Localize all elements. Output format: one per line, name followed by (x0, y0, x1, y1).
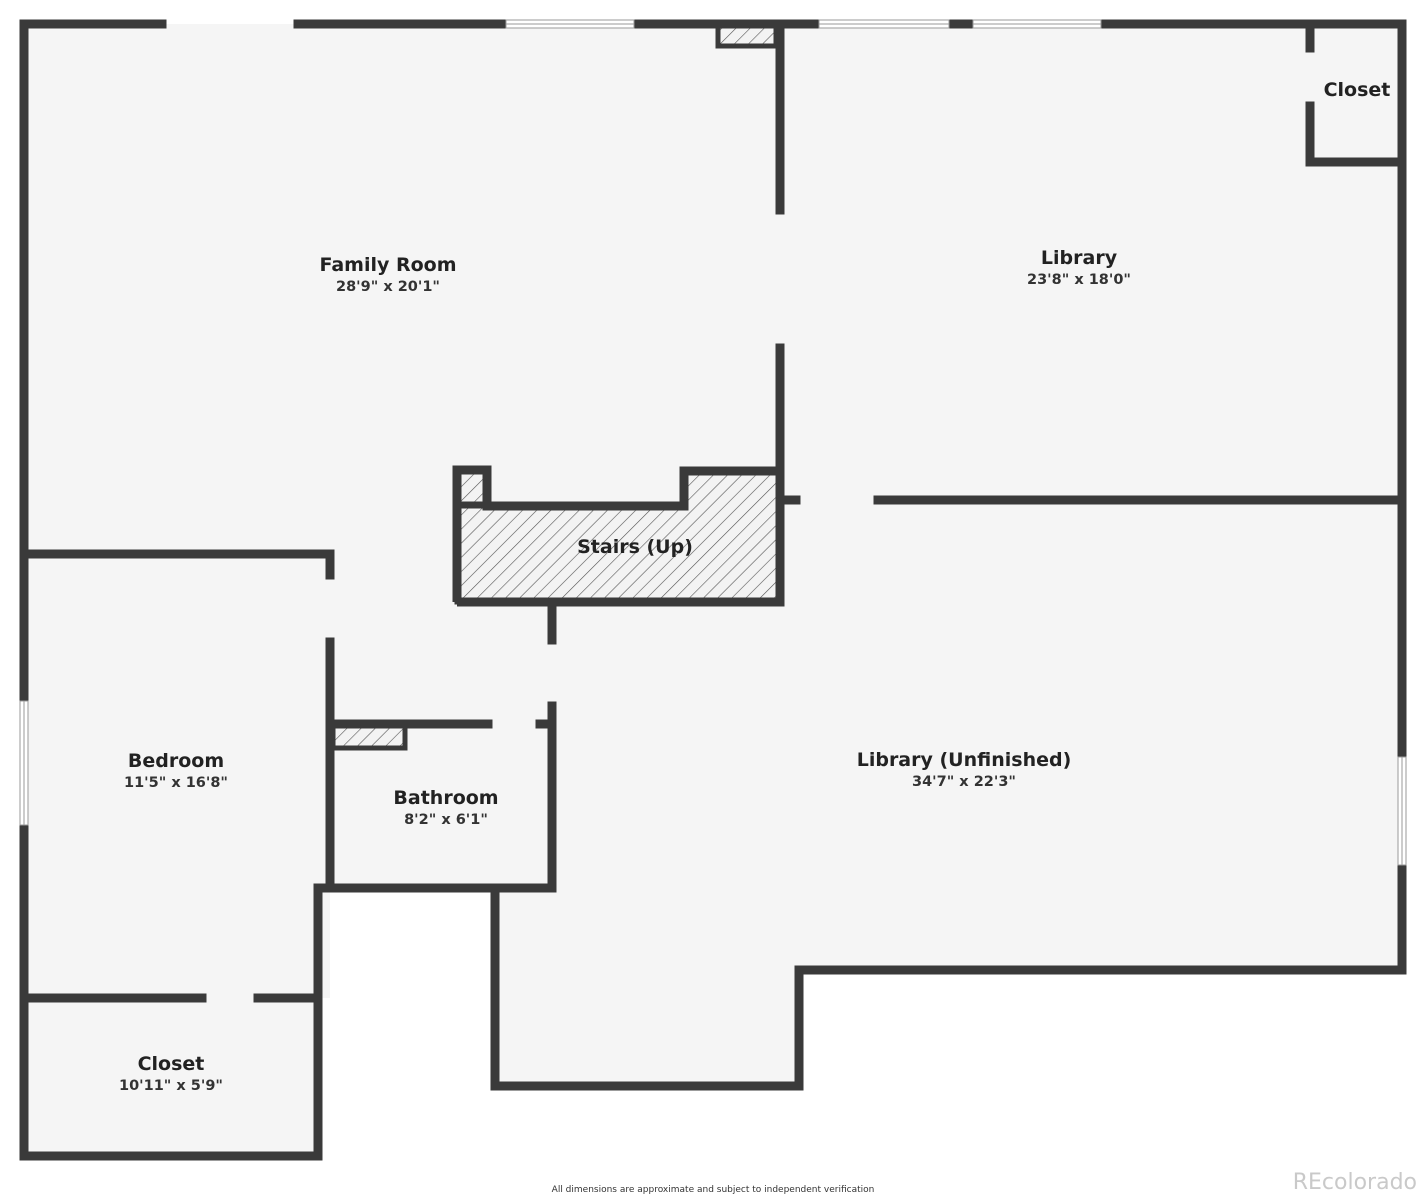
stairs-walls (452, 465, 780, 607)
closet-bottom-floor (24, 998, 318, 1156)
room-dimensions: 8'2" x 6'1" (404, 812, 488, 828)
disclaimer-text: All dimensions are approximate and subje… (551, 1185, 875, 1195)
room-name: Closet (1323, 79, 1391, 101)
bathroom-floor (330, 724, 552, 888)
room-name: Library (1040, 247, 1118, 269)
room-dimensions: 11'5" x 16'8" (124, 775, 228, 791)
bedroom-label: Bedroom 11'5" x 16'8" (124, 750, 228, 791)
watermark-logo: REcolorado (1292, 1170, 1417, 1195)
family-room-label: Family Room 28'9" x 20'1" (319, 254, 456, 295)
windows (19, 19, 1407, 866)
closet-top-label: Closet (1324, 79, 1391, 101)
library-unfinished-label: Library (Unfinished) 34'7" x 22'3" (857, 749, 1072, 790)
room-name: Library (Unfinished) (856, 749, 1072, 771)
room-name: Bathroom (393, 787, 499, 809)
bathroom-label: Bathroom 8'2" x 6'1" (393, 787, 498, 828)
closet-bottom-label: Closet 10'11" x 5'9" (119, 1053, 223, 1094)
room-name: Stairs (Up) (577, 536, 693, 558)
library-floor (780, 24, 1400, 500)
room-name: Bedroom (127, 750, 225, 772)
library-unfinished-lower-floor (495, 888, 799, 1086)
room-dimensions: 23'8" x 18'0" (1027, 272, 1131, 288)
room-name: Closet (137, 1053, 205, 1075)
room-dimensions: 28'9" x 20'1" (336, 279, 440, 295)
walls (19, 19, 1407, 1161)
room-name: Family Room (319, 254, 457, 276)
stairs-label: Stairs (Up) (577, 536, 693, 558)
room-dimensions: 10'11" x 5'9" (119, 1078, 223, 1094)
library-label: Library 23'8" x 18'0" (1027, 247, 1131, 288)
room-dimensions: 34'7" x 22'3" (912, 774, 1016, 790)
family-room-floor (24, 24, 780, 554)
bedroom-floor (24, 554, 330, 998)
